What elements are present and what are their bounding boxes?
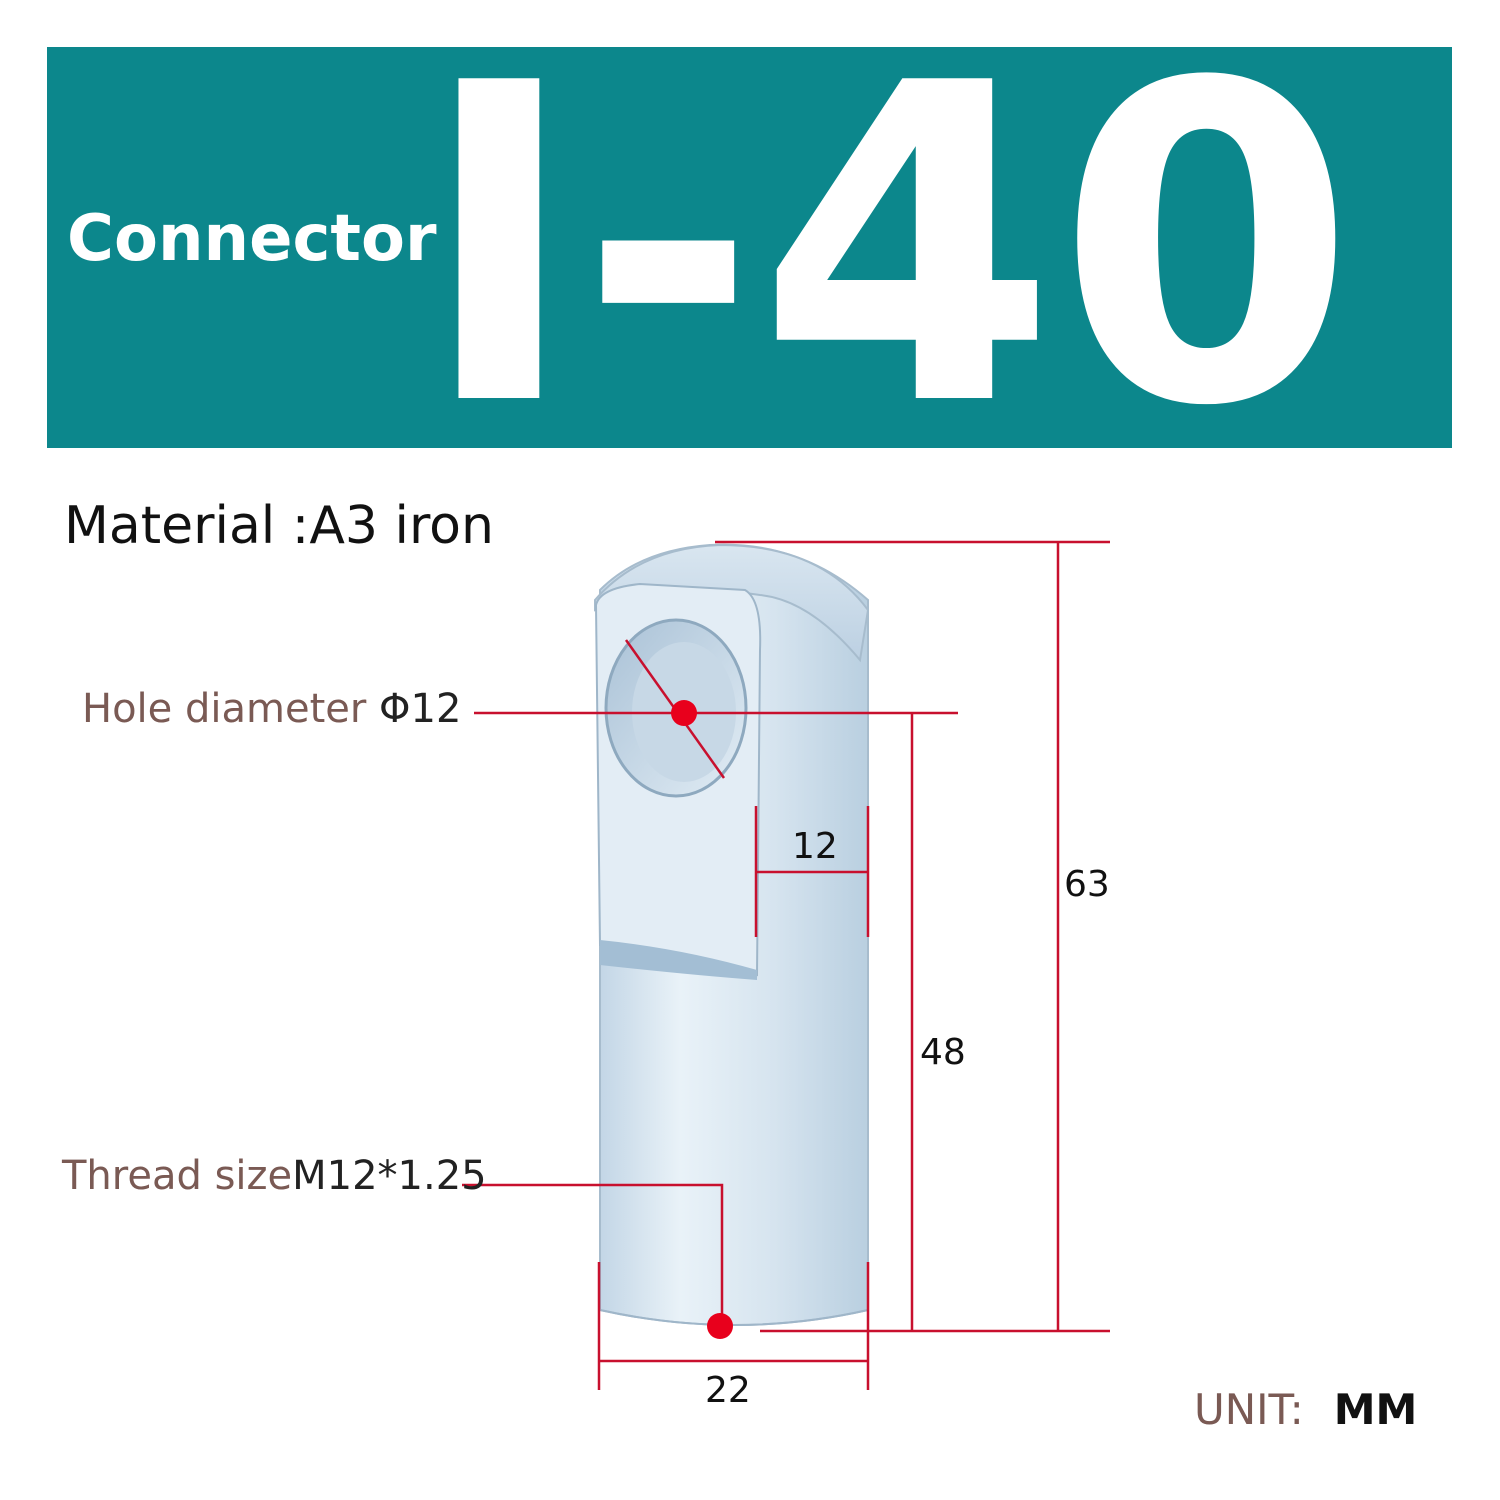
- banner-model-number: I-40: [419, 0, 1356, 502]
- unit-value: MM: [1333, 1385, 1418, 1434]
- hole-diameter-value: Φ12: [379, 686, 462, 732]
- banner-subtitle: Connector: [67, 202, 437, 276]
- thread-leader-line: [462, 1183, 724, 1325]
- dim-hole-to-base: 48: [920, 1032, 966, 1073]
- part-bottom: [599, 1262, 869, 1326]
- material-value: A3 iron: [309, 496, 494, 556]
- dim-body-width: 22: [705, 1370, 751, 1411]
- thread-size-callout: Thread sizeM12*1.25: [62, 1153, 487, 1199]
- hole-center-marker: [671, 700, 697, 726]
- material-spec: Material :A3 iron: [64, 496, 494, 556]
- unit-spec: UNIT: MM: [1194, 1385, 1417, 1434]
- dimension-lines: [462, 540, 1110, 1390]
- part-slot-shadow: [600, 940, 757, 980]
- thread-size-label: Thread size: [62, 1153, 293, 1199]
- hole-diameter-label: Hole diameter: [82, 686, 380, 732]
- dim-slot-width: 12: [792, 826, 838, 867]
- unit-label: UNIT:: [1194, 1385, 1304, 1434]
- title-banner: Connector I-40: [47, 28, 1452, 466]
- connector-part: [594, 543, 870, 1326]
- thread-size-value: M12*1.25: [292, 1153, 487, 1199]
- hole-diameter-callout: Hole diameter Φ12: [82, 686, 461, 732]
- thread-marker: [707, 1313, 733, 1339]
- dim-total-length: 63: [1064, 864, 1110, 905]
- material-label: Material :: [64, 496, 310, 556]
